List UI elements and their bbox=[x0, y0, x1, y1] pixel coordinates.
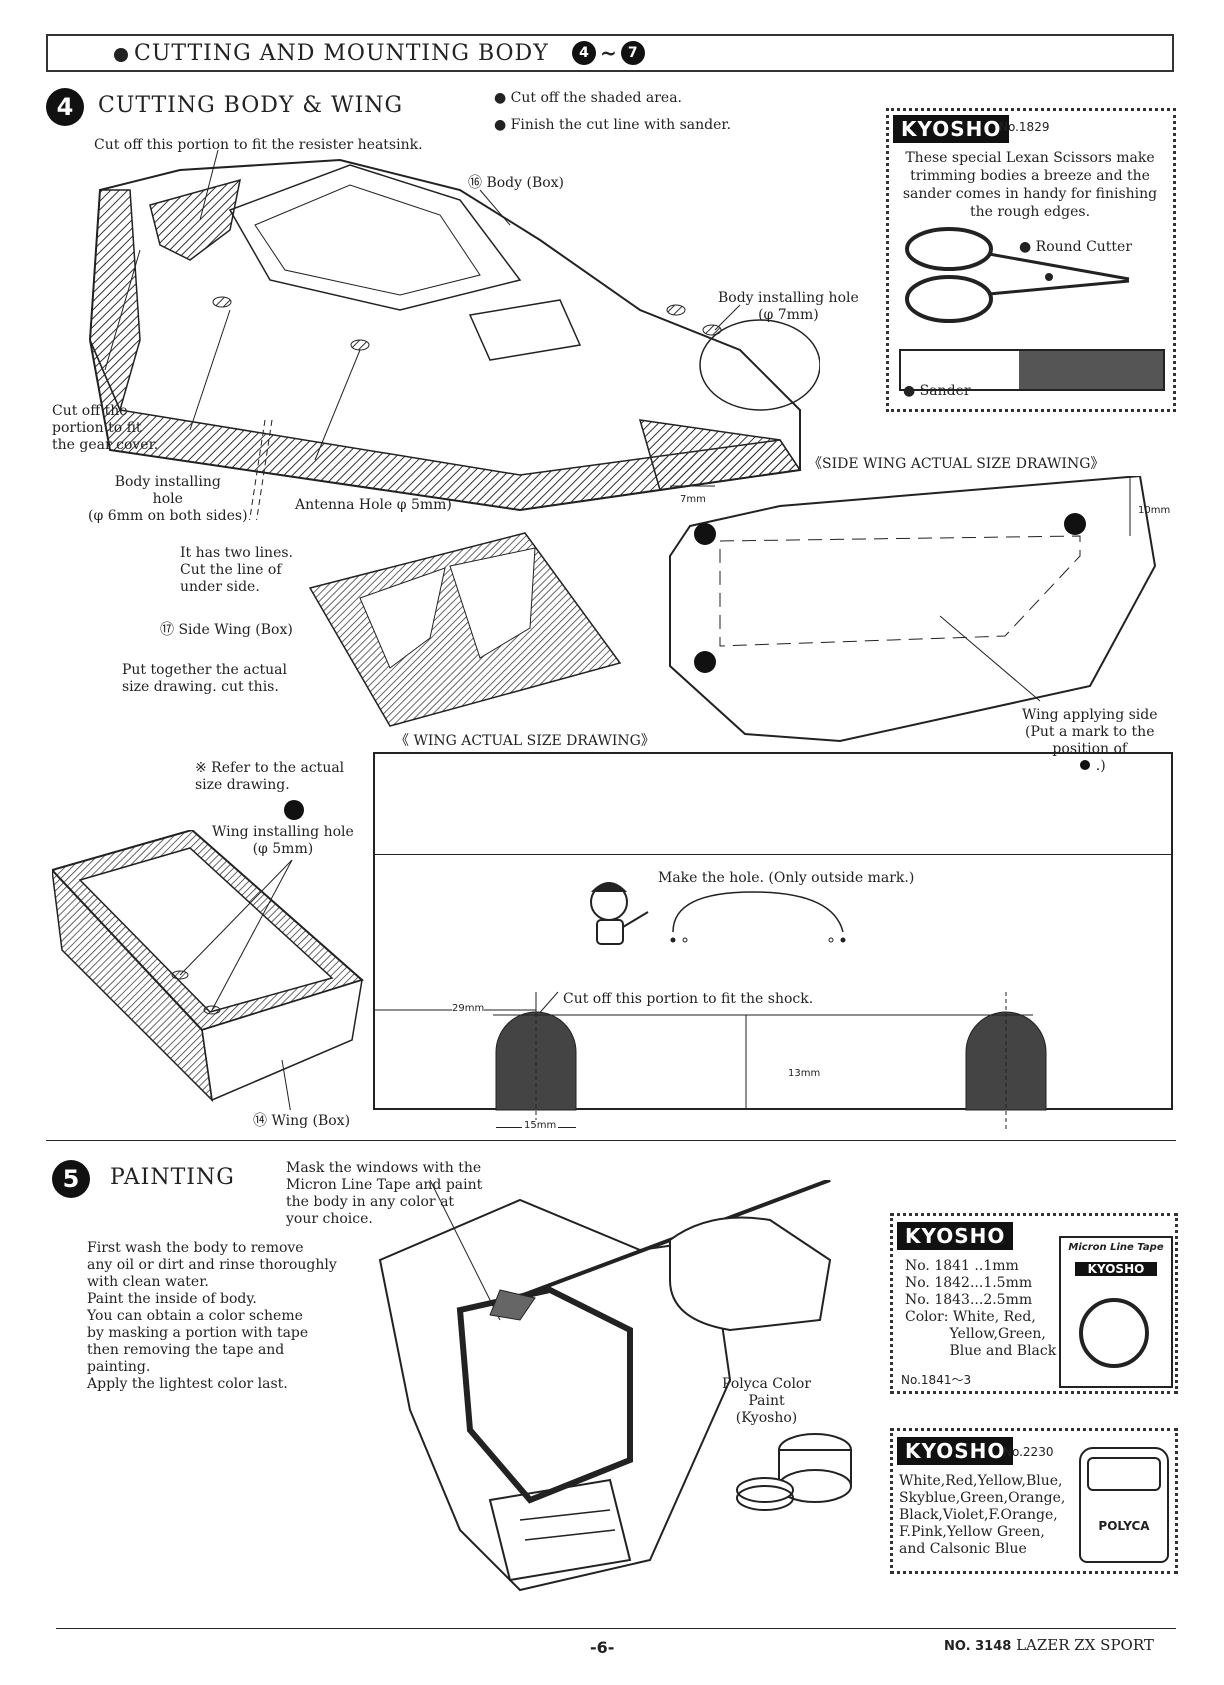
callout-body-hole-right: Body installing hole (φ 7mm) bbox=[718, 290, 859, 323]
painting-illustration bbox=[378, 1180, 832, 1592]
step4-title: CUTTING BODY & WING bbox=[98, 93, 404, 118]
footer-model: NO. 3148 LAZER ZX SPORT bbox=[944, 1636, 1154, 1654]
step5-number: 5 bbox=[52, 1160, 90, 1198]
paint-jar-label: POLYCA bbox=[1098, 1519, 1150, 1533]
wing-drawing-frame bbox=[373, 752, 1173, 1110]
wing-box-illustration bbox=[52, 830, 364, 1110]
section-divider bbox=[46, 1140, 1176, 1141]
side-wing-drawing-title: 《SIDE WING ACTUAL SIZE DRAWING》 bbox=[808, 456, 1105, 472]
wing-mark-icon bbox=[1079, 760, 1090, 770]
header-title: CUTTING AND MOUNTING BODY bbox=[134, 41, 549, 66]
paint-kyosho-logo: KYOSHO bbox=[897, 1437, 1014, 1465]
micron-tape-box: KYOSHO No. 1841 ..1mm No. 1842...1.5mm N… bbox=[890, 1213, 1178, 1394]
polyca-paint-box: KYOSHO No.2230 White,Red,Yellow,Blue, Sk… bbox=[890, 1428, 1178, 1574]
round-cutter-label: ● Round Cutter bbox=[1019, 239, 1133, 255]
footer-rule bbox=[56, 1628, 1176, 1629]
sander-label: ● Sander bbox=[903, 383, 971, 399]
wing-drawing-title: 《 WING ACTUAL SIZE DRAWING》 bbox=[395, 733, 655, 749]
paint-jar-icon: POLYCA bbox=[1079, 1447, 1169, 1563]
scissors-icon bbox=[905, 227, 1130, 323]
paint-jar-lid bbox=[1087, 1457, 1161, 1491]
step4-bullet-1: ● Cut off the shaded area. bbox=[494, 90, 683, 106]
model-name: LAZER ZX SPORT bbox=[1016, 1636, 1154, 1654]
paint-part-no: No.2230 bbox=[1003, 1445, 1054, 1459]
callout-refer: ※ Refer to the actual size drawing. bbox=[195, 760, 345, 793]
polyca-jars-icon bbox=[736, 1433, 852, 1511]
page-number: -6- bbox=[590, 1638, 615, 1657]
kyosho-logo: KYOSHO bbox=[893, 115, 1010, 143]
callout-wing-box: ⑭ Wing (Box) bbox=[253, 1113, 351, 1129]
step4-bullet-2: ● Finish the cut line with sander. bbox=[494, 117, 731, 133]
scissors-part-no: No.1829 bbox=[999, 120, 1050, 134]
tape-roll-icon bbox=[1079, 1298, 1149, 1368]
wing-make-hole: Make the hole. (Only outside mark.) bbox=[658, 870, 915, 886]
callout-wing-hole: Wing installing hole (φ 5mm) bbox=[212, 824, 354, 857]
step5-mask-text: Mask the windows with the Micron Line Ta… bbox=[286, 1160, 483, 1227]
tape-package-icon: Micron Line Tape KYOSHO bbox=[1059, 1236, 1173, 1388]
header-bullet bbox=[114, 48, 128, 62]
side-wing-dim-10: 10mm bbox=[1138, 505, 1171, 516]
callout-body-box: ⑯ Body (Box) bbox=[468, 175, 565, 191]
bullet-text-2: Finish the cut line with sander. bbox=[510, 117, 731, 133]
tape-part-no: No.1841～3 bbox=[901, 1373, 972, 1387]
model-number: NO. 3148 bbox=[944, 1639, 1012, 1654]
wing-drawing-marks bbox=[373, 882, 1047, 1132]
tape-package-label: Micron Line Tape bbox=[1068, 1242, 1164, 1253]
sander-icon bbox=[899, 349, 1165, 391]
wing-dim-13: 13mm bbox=[788, 1068, 821, 1079]
wing-dim-15: 15mm bbox=[522, 1120, 559, 1131]
header-step-range: 4 ~ 7 bbox=[572, 41, 645, 65]
tape-lines: No. 1841 ..1mm No. 1842...1.5mm No. 1843… bbox=[905, 1258, 1057, 1359]
header-bar: CUTTING AND MOUNTING BODY 4 ~ 7 bbox=[46, 34, 1174, 72]
wing-drawing-fold-line bbox=[375, 854, 1171, 855]
callout-antenna: Antenna Hole φ 5mm) bbox=[295, 497, 452, 513]
tape-kyosho-logo: KYOSHO bbox=[897, 1222, 1014, 1250]
callout-body-hole-left: Body installing hole (φ 6mm on both side… bbox=[88, 474, 248, 524]
header-range-sep: ~ bbox=[600, 41, 617, 65]
wing-applying-end: .) bbox=[1095, 758, 1106, 774]
step5-wash-text: First wash the body to remove any oil or… bbox=[87, 1240, 337, 1392]
callout-put-together: Put together the actual size drawing. cu… bbox=[122, 662, 287, 695]
header-step-to: 7 bbox=[620, 41, 645, 65]
bullet-text-1: Cut off the shaded area. bbox=[510, 90, 683, 106]
side-wing-dim-7: 7mm bbox=[680, 494, 706, 505]
side-wing-drawing bbox=[669, 476, 1157, 743]
polyca-paint-label: Polyca Color Paint (Kyosho) bbox=[722, 1376, 812, 1426]
wing-applying-side: Wing applying side (Put a mark to the po… bbox=[1022, 690, 1158, 775]
step4-number: 4 bbox=[46, 88, 84, 126]
wing-dim-29: 29mm bbox=[452, 1003, 485, 1014]
header-step-from: 4 bbox=[572, 41, 596, 65]
callout-heatsink: Cut off this portion to fit the resister… bbox=[94, 137, 423, 153]
step5-title: PAINTING bbox=[110, 1165, 235, 1190]
callout-two-lines: It has two lines. Cut the line of under … bbox=[180, 545, 293, 595]
paint-colors: White,Red,Yellow,Blue, Skyblue,Green,Ora… bbox=[899, 1473, 1066, 1557]
callout-gear-cover: Cut off the portion to fit the gear cove… bbox=[52, 403, 159, 453]
scissors-description: These special Lexan Scissors make trimmi… bbox=[902, 150, 1158, 220]
wing-applying-text: Wing applying side (Put a mark to the po… bbox=[1022, 707, 1158, 757]
kyosho-scissors-box: KYOSHO No.1829 These special Lexan Sciss… bbox=[886, 108, 1176, 412]
wing-cut-shock: Cut off this portion to fit the shock. bbox=[563, 991, 814, 1007]
wing-hole-icon bbox=[284, 800, 304, 820]
side-wing-box-illustration bbox=[308, 532, 622, 727]
body-illustration bbox=[88, 150, 820, 520]
callout-side-wing-box: ⑰ Side Wing (Box) bbox=[160, 622, 293, 638]
tape-package-brand: KYOSHO bbox=[1075, 1262, 1157, 1276]
